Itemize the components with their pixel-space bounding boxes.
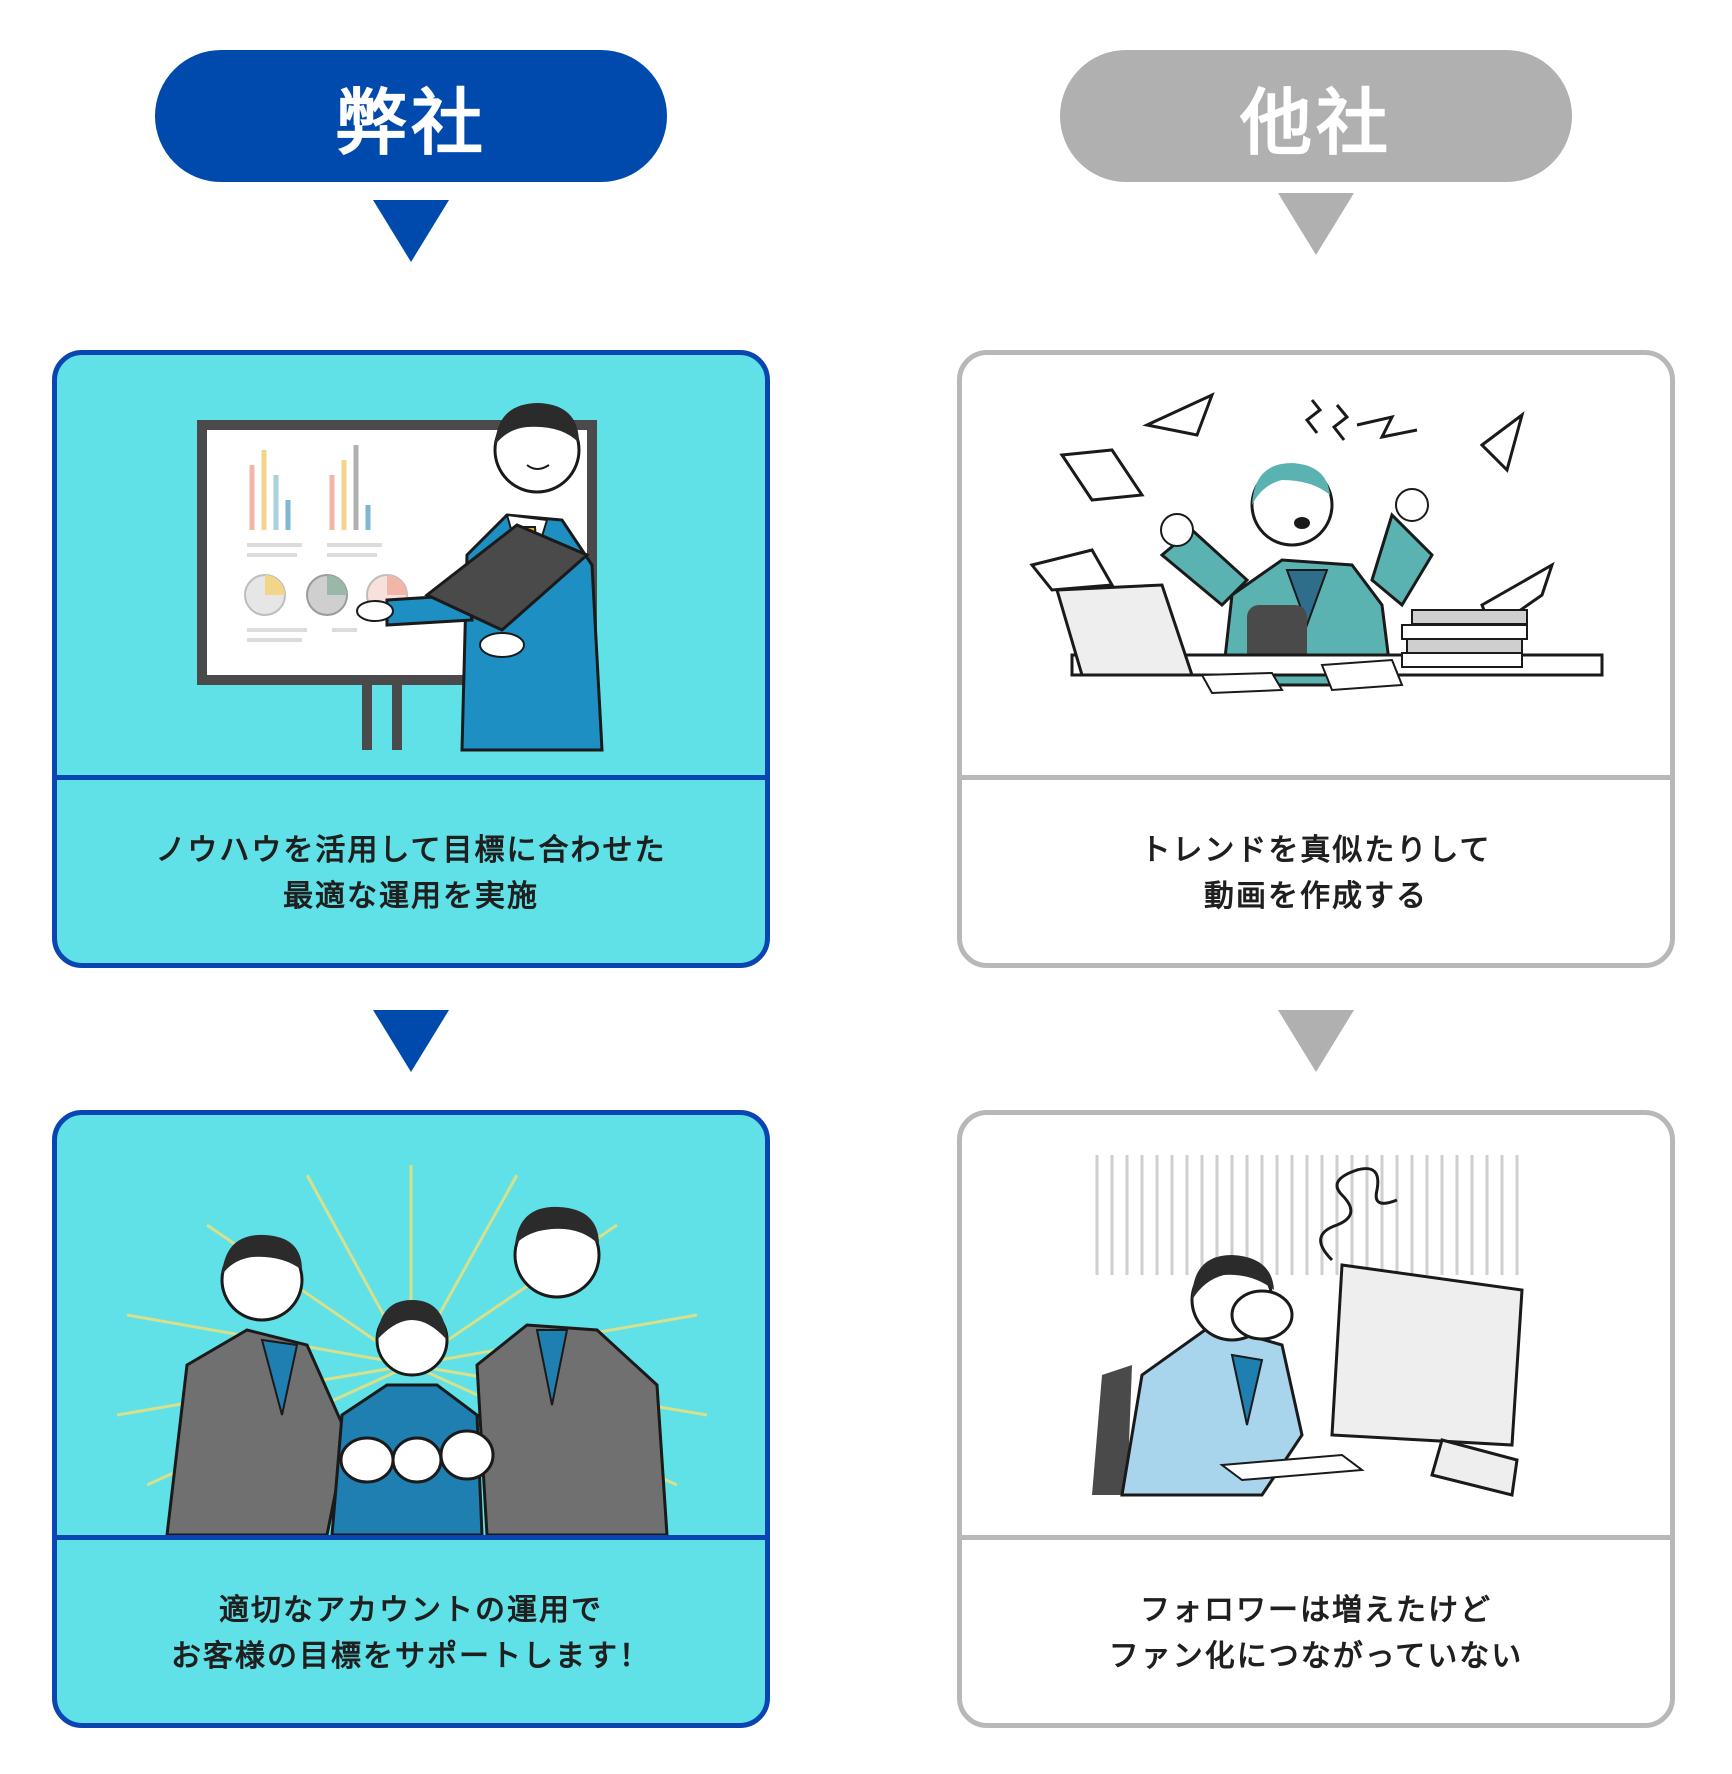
card-divider — [57, 775, 765, 780]
caption-line: 動画を作成する — [1204, 879, 1428, 914]
caption-line: ノウハウを活用して目標に合わせた — [155, 833, 667, 868]
ours-down-arrow-icon — [373, 200, 449, 262]
theirs-step2-card: フォロワーは増えたけど ファン化につながっていない — [957, 1110, 1675, 1728]
ours-step1-card: ノウハウを活用して目標に合わせた 最適な運用を実施 — [52, 350, 770, 968]
ours-step2-caption: 適切なアカウントの運用で お客様の目標をサポートします！ — [57, 1540, 765, 1723]
caption-line: ファン化につながっていない — [1108, 1639, 1524, 1674]
theirs-header-label: 他社 — [1239, 80, 1392, 165]
theirs-header-pill: 他社 — [1060, 50, 1572, 182]
caption-line: トレンドを真似たりして — [1140, 833, 1492, 868]
ours-header-label: 弊社 — [334, 80, 487, 165]
presenter-illustration — [57, 355, 765, 775]
card-divider — [57, 1535, 765, 1540]
theirs-down-arrow-icon — [1278, 193, 1354, 255]
caption-line: お客様の目標をサポートします！ — [171, 1639, 651, 1674]
theirs-step1-card: トレンドを真似たりして 動画を作成する — [957, 350, 1675, 968]
card-divider — [962, 775, 1670, 780]
theirs-step1-caption: トレンドを真似たりして 動画を作成する — [962, 780, 1670, 963]
disappointed-worker-illustration — [962, 1115, 1670, 1535]
ours-header-pill: 弊社 — [155, 50, 667, 182]
team-illustration — [57, 1115, 765, 1535]
card-divider — [962, 1535, 1670, 1540]
ours-step1-caption: ノウハウを活用して目標に合わせた 最適な運用を実施 — [57, 780, 765, 963]
frustrated-worker-illustration — [962, 355, 1670, 775]
ours-down-arrow-icon — [373, 1010, 449, 1072]
ours-step2-card: 適切なアカウントの運用で お客様の目標をサポートします！ — [52, 1110, 770, 1728]
caption-line: フォロワーは増えたけど — [1140, 1593, 1492, 1628]
theirs-step2-caption: フォロワーは増えたけど ファン化につながっていない — [962, 1540, 1670, 1723]
caption-line: 適切なアカウントの運用で — [219, 1593, 603, 1628]
theirs-down-arrow-icon — [1278, 1010, 1354, 1072]
caption-line: 最適な運用を実施 — [283, 879, 539, 914]
